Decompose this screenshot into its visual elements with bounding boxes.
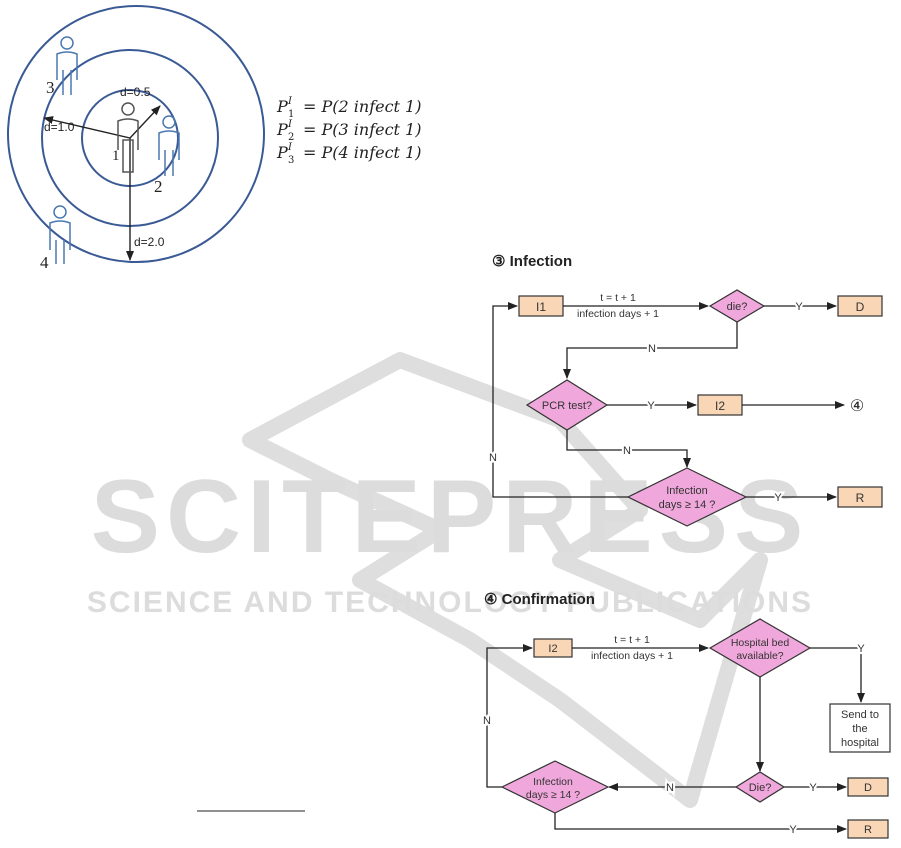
edge-bed-hospital-label: Y xyxy=(857,643,865,655)
watermark-text-small: SCIENCE AND TECHNOLOGY PUBLICATIONS xyxy=(87,586,813,619)
node-hospital-bed-line1: Hospital bed xyxy=(731,637,790,649)
node-c-r xyxy=(847,819,889,839)
confirmation-flowchart: ④ Confirmation I2 t = t + 1 infection da… xyxy=(481,591,891,839)
infection-flowchart: ③ Infection I1 t = t + 1 infection days … xyxy=(487,253,883,527)
node-c-i2-label: I2 xyxy=(548,643,557,655)
watermark: SCITEPRESS SCIENCE AND TECHNOLOGY PUBLIC… xyxy=(87,352,813,808)
node-c-d xyxy=(847,777,889,797)
node-c-infection-days xyxy=(500,760,610,814)
goto-confirmation-marker: ④ xyxy=(850,398,864,415)
formula-2: P I 2 = P(3 infect 1) xyxy=(276,119,421,143)
edge-c-die-d-label: Y xyxy=(809,782,817,794)
svg-text:I: I xyxy=(287,96,293,107)
infection-update-line2: infection days + 1 xyxy=(577,308,659,320)
node-d xyxy=(837,295,883,317)
svg-text:P: P xyxy=(276,120,288,139)
radius-label-1.0: d=1.0 xyxy=(44,120,75,134)
node-i1-label: I1 xyxy=(536,300,546,314)
node-d-label: D xyxy=(856,300,865,314)
edge-die-pcr xyxy=(563,322,738,379)
person-label-3: 3 xyxy=(46,78,55,97)
node-c-infection-days-line2: days ≥ 14 ? xyxy=(526,789,580,801)
node-infection-days-line1: Infection xyxy=(666,485,708,497)
watermark-logo-shape xyxy=(242,352,768,808)
node-infection-days-line2: days ≥ 14 ? xyxy=(659,499,716,511)
edge-days-loop-label: N xyxy=(489,452,497,464)
formula-1: P I 1 = P(2 infect 1) xyxy=(276,96,421,120)
radius-label-0.5: d=0.5 xyxy=(120,85,151,99)
person-icon-3 xyxy=(56,36,78,95)
edge-c-days-loop-label: N xyxy=(483,715,491,727)
edge-die-pcr-label: N xyxy=(648,343,656,355)
infection-probability-formulas: P I 1 = P(2 infect 1) P I 2 = P(3 infect… xyxy=(276,96,421,166)
svg-text:I: I xyxy=(287,142,293,153)
node-c-infection-days-line1: Infection xyxy=(533,776,573,788)
svg-text:2: 2 xyxy=(288,132,294,143)
circle-outer xyxy=(7,5,265,263)
person-icon-2 xyxy=(158,115,180,176)
svg-text:P: P xyxy=(276,97,288,116)
person-label-2: 2 xyxy=(154,177,163,196)
node-send-hospital xyxy=(829,703,891,753)
node-send-hospital-line3: hospital xyxy=(841,737,879,749)
edge-c-days-r xyxy=(554,813,847,833)
svg-text:= P(4 infect 1): = P(4 infect 1) xyxy=(303,143,421,162)
radius-arrow-0.5 xyxy=(129,105,161,139)
node-send-hospital-line2: the xyxy=(852,723,867,735)
edge-days-r-label: Y xyxy=(774,492,782,504)
node-c-die-label: Die? xyxy=(749,782,772,794)
formula-3: P I 3 = P(4 infect 1) xyxy=(276,142,421,166)
edge-pcr-i2-label: Y xyxy=(647,400,655,412)
node-i2-label: I2 xyxy=(715,399,725,413)
radius-label-2.0: d=2.0 xyxy=(134,235,165,249)
node-c-r-label: R xyxy=(864,824,872,836)
edge-bed-hospital xyxy=(810,647,865,703)
node-hospital-bed-line2: available? xyxy=(736,650,783,662)
distance-circle-diagram: d=0.5 d=1.0 d=2.0 1 2 3 4 xyxy=(7,5,265,272)
c-update-line1: t = t + 1 xyxy=(614,634,650,646)
node-pcr-test-label: PCR test? xyxy=(542,400,592,412)
edge-die-d-label: Y xyxy=(795,301,803,313)
confirmation-title: ④ Confirmation xyxy=(484,591,595,608)
node-send-hospital-line1: Send to xyxy=(841,709,879,721)
person-icon-4 xyxy=(49,205,71,264)
node-r xyxy=(837,486,883,508)
person-label-4: 4 xyxy=(40,253,49,272)
edge-c-days-r-label: Y xyxy=(789,824,797,836)
edge-c-days-loop-back xyxy=(486,644,533,788)
svg-text:= P(3 infect 1): = P(3 infect 1) xyxy=(303,120,421,139)
person-icon-1 xyxy=(117,102,139,173)
node-r-label: R xyxy=(856,491,865,505)
edge-c-die-days-label: N xyxy=(666,782,674,794)
node-c-d-label: D xyxy=(864,782,872,794)
svg-text:1: 1 xyxy=(288,109,294,120)
person-label-1: 1 xyxy=(112,148,120,164)
svg-text:P: P xyxy=(276,143,288,162)
svg-text:I: I xyxy=(287,119,293,130)
c-update-line2: infection days + 1 xyxy=(591,650,673,662)
svg-text:3: 3 xyxy=(288,155,294,166)
svg-text:= P(2 infect 1): = P(2 infect 1) xyxy=(303,97,421,116)
node-die-label: die? xyxy=(727,301,748,313)
infection-update-line1: t = t + 1 xyxy=(600,292,636,304)
edge-pcr-days xyxy=(566,430,691,468)
infection-title: ③ Infection xyxy=(492,253,572,270)
edge-days-loop-back xyxy=(492,302,628,498)
radius-arrow-1.0 xyxy=(43,116,131,139)
edge-pcr-days-label: N xyxy=(623,445,631,457)
